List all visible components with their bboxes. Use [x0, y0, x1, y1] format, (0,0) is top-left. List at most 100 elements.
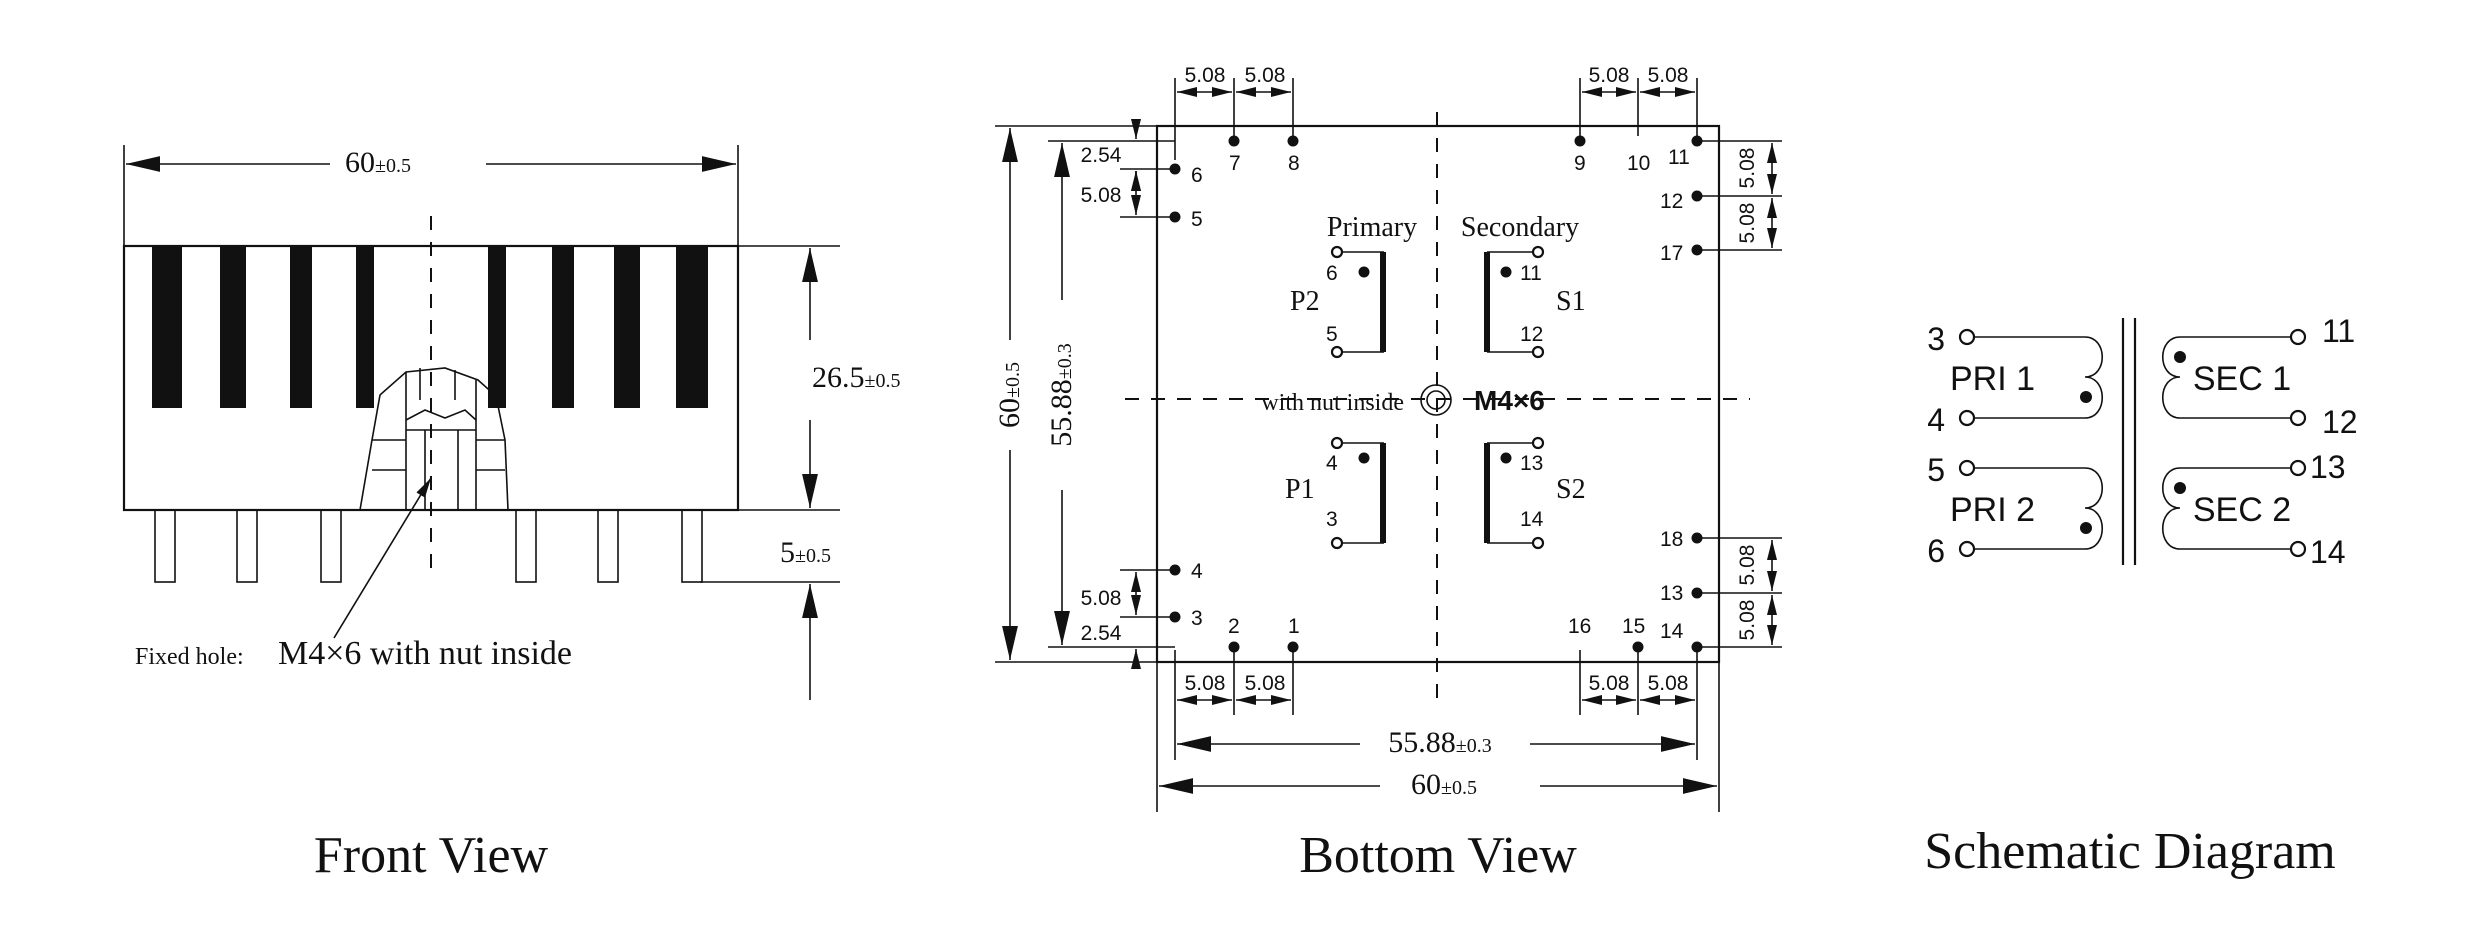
svg-text:5.08: 5.08	[1589, 64, 1630, 87]
winding-p2: 6 5 P2	[1290, 245, 1386, 359]
winding-label-p2: P2	[1290, 286, 1320, 317]
svg-text:11: 11	[1520, 262, 1542, 285]
front-height-dim: 26.5±0.5	[812, 361, 900, 394]
dim-right-top-small: 5.08 5.08	[1700, 140, 1782, 251]
svg-text:12: 12	[2322, 404, 2358, 440]
svg-text:6: 6	[1927, 533, 1945, 569]
schematic-diagram: 3 4 PRI 1 5 6 PRI 2 11 12 SEC 1	[1924, 313, 2357, 880]
sec1-label: SEC 1	[2193, 360, 2291, 398]
dim-body-horizontal: 60±0.5	[1156, 662, 1720, 812]
dim-body-vertical: 60±0.5	[993, 125, 1157, 663]
svg-text:5.08: 5.08	[1081, 587, 1122, 610]
fixed-hole-value: M4×6 with nut inside	[278, 635, 572, 672]
svg-text:5.08: 5.08	[1736, 600, 1759, 641]
secondary-label: Secondary	[1461, 212, 1579, 243]
nut-icon	[1420, 384, 1452, 416]
svg-text:55.88±0.3: 55.88±0.3	[1045, 343, 1078, 446]
svg-text:6: 6	[1326, 262, 1338, 285]
schematic-title: Schematic Diagram	[1924, 823, 2336, 880]
front-view: 60±0.5 26.5±0.5 5±0.5 Fixed hole: M4×6 w…	[122, 145, 900, 884]
dim-bottom-left: 5.08 5.08	[1174, 650, 1294, 715]
svg-text:2.54: 2.54	[1081, 144, 1122, 167]
dim-right-bottom-small: 5.08 5.08	[1700, 537, 1782, 648]
svg-text:4: 4	[1326, 452, 1338, 475]
svg-text:12: 12	[1520, 323, 1543, 346]
pin-label-16: 16	[1568, 615, 1591, 638]
pin-label-15: 15	[1622, 615, 1645, 638]
pin-label-9: 9	[1574, 152, 1586, 175]
dim-left-bottom-small: 5.08 2.54	[1081, 569, 1170, 669]
winding-s1: 11 12 S1	[1484, 245, 1586, 359]
svg-text:5.08: 5.08	[1245, 672, 1286, 695]
pin-label-18: 18	[1660, 528, 1683, 551]
pin-label-13: 13	[1660, 582, 1683, 605]
sec2-label: SEC 2	[2193, 491, 2291, 529]
pri1-winding: 3 4 PRI 1	[1927, 321, 2104, 438]
svg-text:5.08: 5.08	[1245, 64, 1286, 87]
winding-label-s2: S2	[1556, 474, 1586, 505]
pin-label-6: 6	[1191, 164, 1203, 187]
dim-span-horizontal: 55.88±0.3	[1174, 715, 1698, 760]
dim-span-vertical: 55.88±0.3	[1045, 140, 1175, 648]
svg-text:14: 14	[1520, 508, 1544, 531]
winding-s2: 13 14 S2	[1484, 436, 1586, 550]
bottom-pin-dots	[1169, 135, 1703, 653]
pin-label-10: 10	[1627, 152, 1650, 175]
bottom-view-title: Bottom View	[1299, 827, 1577, 884]
svg-text:5: 5	[1326, 323, 1338, 346]
dim-top-right: 5.08 5.08	[1579, 64, 1698, 136]
front-pins	[154, 509, 703, 583]
bottom-pin-labels: 6 7 8 5 9 10 11 12 17 18 13 14 15 16 4 3…	[1191, 146, 1690, 643]
dim-top-left: 5.08 5.08	[1174, 64, 1294, 160]
sec1-winding: 11 12 SEC 1	[2161, 313, 2358, 440]
pin-label-4: 4	[1191, 560, 1203, 583]
winding-label-s1: S1	[1556, 286, 1586, 317]
svg-text:60±0.5: 60±0.5	[1411, 768, 1477, 801]
svg-text:5.08: 5.08	[1736, 545, 1759, 586]
front-pin-dim: 5±0.5	[780, 536, 831, 569]
svg-text:2.54: 2.54	[1081, 622, 1122, 645]
fixed-hole-label: Fixed hole:	[135, 644, 244, 670]
svg-text:11: 11	[2322, 313, 2355, 349]
front-nut-cutaway	[359, 367, 509, 511]
svg-text:3: 3	[1326, 508, 1338, 531]
svg-text:55.88±0.3: 55.88±0.3	[1388, 726, 1491, 759]
svg-text:4: 4	[1927, 402, 1945, 438]
svg-text:5.08: 5.08	[1589, 672, 1630, 695]
winding-label-p1: P1	[1285, 474, 1315, 505]
bottom-view: 6 7 8 5 9 10 11 12 17 18 13 14 15 16 4 3…	[993, 64, 1782, 884]
svg-text:5.08: 5.08	[1648, 64, 1689, 87]
nut-inside-label: with nut inside	[1261, 390, 1404, 416]
svg-text:5: 5	[1927, 452, 1945, 488]
sec2-winding: 13 14 SEC 2	[2161, 449, 2346, 570]
pin-label-17: 17	[1660, 242, 1683, 265]
svg-text:3: 3	[1927, 321, 1945, 357]
pri1-label: PRI 1	[1950, 360, 2035, 398]
pin-label-8: 8	[1288, 152, 1300, 175]
svg-text:13: 13	[2310, 449, 2346, 485]
dim-left-top-small: 2.54 5.08	[1081, 119, 1170, 218]
front-width-dim: 60±0.5	[345, 146, 411, 179]
winding-p1: 4 3 P1	[1285, 436, 1386, 550]
svg-text:5.08: 5.08	[1081, 184, 1122, 207]
svg-text:5.08: 5.08	[1185, 64, 1226, 87]
dim-bottom-right: 5.08 5.08	[1579, 650, 1698, 715]
pri2-winding: 5 6 PRI 2	[1927, 452, 2104, 569]
pin-label-7: 7	[1229, 152, 1241, 175]
svg-text:5.08: 5.08	[1736, 148, 1759, 189]
svg-text:5.08: 5.08	[1185, 672, 1226, 695]
pin-label-1: 1	[1288, 615, 1300, 638]
svg-text:60±0.5: 60±0.5	[993, 362, 1026, 428]
pin-label-11: 11	[1668, 146, 1690, 169]
svg-text:5.08: 5.08	[1648, 672, 1689, 695]
front-view-title: Front View	[314, 827, 549, 884]
svg-text:5.08: 5.08	[1736, 203, 1759, 244]
svg-text:14: 14	[2310, 534, 2346, 570]
primary-label: Primary	[1327, 212, 1417, 243]
pin-label-2: 2	[1228, 615, 1240, 638]
pin-label-3: 3	[1191, 607, 1203, 630]
pin-label-5: 5	[1191, 208, 1203, 231]
pri2-label: PRI 2	[1950, 491, 2035, 529]
svg-text:13: 13	[1520, 452, 1543, 475]
